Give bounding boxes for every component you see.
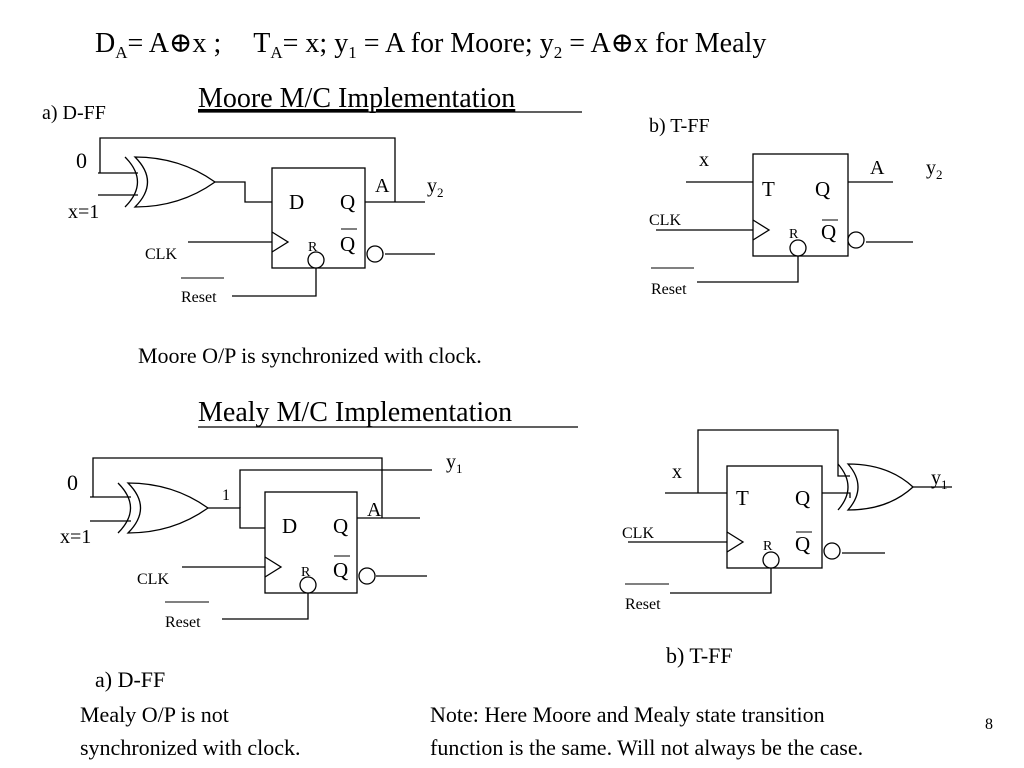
mealy-qbar-bubble — [358, 567, 376, 585]
mealy-note-left-line2: synchronized with clock. — [80, 735, 301, 760]
mealy-dff-x-input: x=1 — [60, 526, 91, 548]
moore-dff-a: A — [375, 175, 390, 197]
mealy-dff-y: y1 — [446, 451, 463, 476]
mealy-dff-zero: 0 — [67, 470, 78, 495]
moore-dff-qbar: Q — [340, 232, 355, 256]
moore-tff-clk: CLK — [649, 212, 681, 229]
moore-qbar-bubble — [366, 245, 384, 263]
mealy-tff-x: x — [672, 461, 682, 483]
moore-tff-q: Q — [815, 177, 830, 201]
moore-dff-reset: Reset — [181, 289, 217, 306]
mealy-tff-t: T — [736, 486, 749, 510]
moore-note: Moore O/P is synchronized with clock. — [138, 343, 482, 368]
mealy-dff-reset: Reset — [165, 614, 201, 631]
mealy-tff-q: Q — [795, 486, 810, 510]
moore-tff-a: A — [870, 157, 885, 179]
mealy-dff-qbar: Q — [333, 558, 348, 582]
moore-dff-r: R — [308, 240, 318, 255]
moore-tff-wire-reset — [697, 256, 799, 283]
page-number: 8 — [985, 716, 993, 733]
moore-tff-box — [752, 153, 849, 257]
mealy-tff-wire-x-to-xor — [697, 429, 850, 493]
moore-xor-back-arc — [124, 156, 139, 208]
moore-dff-zero: 0 — [76, 148, 87, 173]
mealy-wire-reset — [222, 593, 309, 620]
mealy-tff-circuit: x T Q Q R y1 CLK Reset b) T-FF — [622, 429, 952, 668]
moore-tff-clock-triangle — [752, 219, 771, 241]
moore-tff-y: y2 — [926, 157, 943, 182]
moore-tff-reset-bubble — [789, 239, 807, 257]
mealy-reset-bubble — [299, 576, 317, 594]
mealy-wire-d — [208, 507, 265, 529]
moore-dff-q: Q — [340, 190, 355, 214]
moore-dff-clk: CLK — [145, 246, 177, 263]
moore-tff-qbar-bubble — [847, 231, 865, 249]
moore-tff-x: x — [699, 149, 709, 171]
mealy-tff-qbar: Q — [795, 532, 810, 556]
mealy-tff-wire-reset — [670, 568, 772, 594]
moore-tff-reset: Reset — [651, 281, 687, 298]
mealy-tff-qbar-bubble — [823, 542, 841, 560]
moore-reset-bubble — [307, 251, 325, 269]
mealy-xor-back-arc — [117, 482, 132, 534]
moore-dff-label: a) D-FF — [42, 102, 106, 124]
moore-xor-gate — [133, 156, 217, 208]
mealy-dff-clk: CLK — [137, 571, 169, 588]
mealy-tff-xor-back-arc — [837, 463, 849, 511]
mealy-wire-y1 — [239, 469, 432, 508]
mealy-note-left-line1: Mealy O/P is not — [80, 702, 229, 727]
moore-tff-circuit: b) T-FF x T Q Q R A y2 CLK Reset — [649, 115, 943, 298]
mealy-note-right-line1: Note: Here Moore and Mealy state transit… — [430, 702, 825, 727]
mealy-clock-triangle — [264, 556, 283, 578]
mealy-xor-gate — [126, 482, 210, 534]
header-equation: DA= A⊕x ;TA= x; y1 = A for Moore; y2 = A… — [95, 28, 766, 62]
mealy-dff-circuit: 0 x=1 1 D Q Q R A y1 CLK Reset a) D-FF — [60, 451, 463, 692]
moore-dff-y: y2 — [427, 175, 444, 200]
mealy-tff-wire-q-to-xor — [822, 492, 851, 498]
moore-dff-x-input: x=1 — [68, 201, 99, 223]
moore-title: Moore M/C Implementation — [198, 83, 515, 114]
mealy-tff-reset-bubble — [762, 551, 780, 569]
mealy-tff-xor-gate — [846, 463, 914, 511]
mealy-tff-label: b) T-FF — [666, 643, 733, 668]
mealy-title: Mealy M/C Implementation — [198, 397, 512, 428]
moore-clock-triangle — [271, 231, 290, 253]
mealy-dff-q: Q — [333, 514, 348, 538]
mealy-dff-r: R — [301, 565, 311, 580]
mealy-dff-d: D — [282, 514, 297, 538]
moore-dff-circuit: a) D-FF 0 x=1 D Q Q R A y2 CLK Reset — [42, 102, 444, 306]
moore-dff-d: D — [289, 190, 304, 214]
moore-tff-r: R — [789, 227, 799, 242]
mealy-tff-clock-triangle — [726, 531, 745, 553]
mealy-note-right-line2: function is the same. Will not always be… — [430, 735, 863, 760]
moore-wire-reset — [232, 268, 317, 297]
mealy-tff-r: R — [763, 539, 773, 554]
mealy-tff-y: y1 — [931, 467, 948, 492]
mealy-wire-feedback — [92, 457, 383, 518]
mealy-dff-a: A — [367, 499, 382, 521]
mealy-tff-clk: CLK — [622, 525, 654, 542]
moore-wire-feedback — [99, 137, 396, 202]
mealy-dff-one: 1 — [222, 487, 230, 504]
mealy-tff-box — [726, 465, 823, 569]
moore-wire-d — [215, 181, 272, 203]
moore-tff-t: T — [762, 177, 775, 201]
mealy-tff-reset: Reset — [625, 596, 661, 613]
moore-tff-label: b) T-FF — [649, 115, 710, 137]
moore-tff-qbar: Q — [821, 220, 836, 244]
mealy-dff-label: a) D-FF — [95, 667, 165, 692]
